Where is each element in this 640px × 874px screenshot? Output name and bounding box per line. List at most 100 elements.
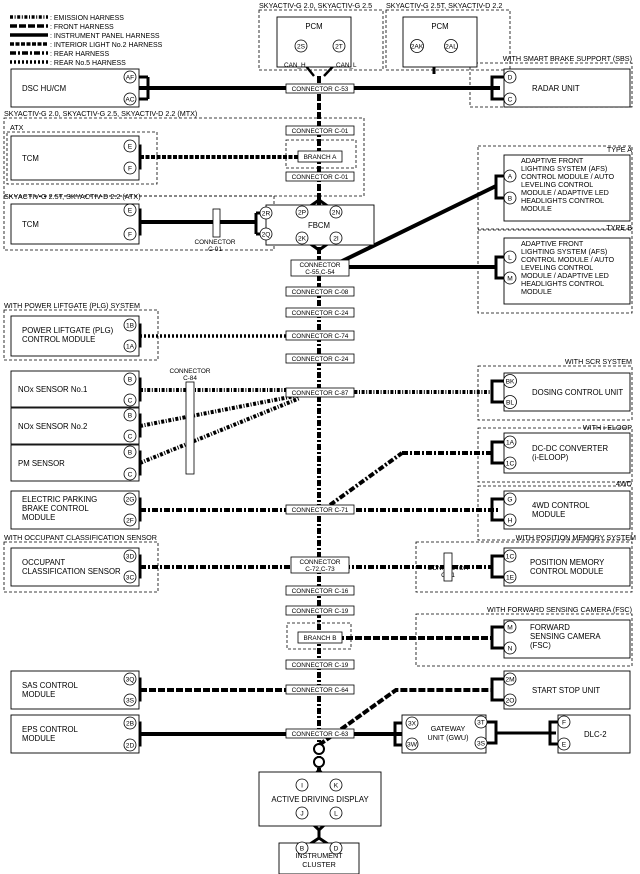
wire-dcdc	[328, 451, 404, 507]
tcm1-label: TCM	[22, 154, 39, 163]
pin-fbcm-b: 2N	[332, 210, 341, 217]
wire-gwu-dlc	[486, 720, 556, 745]
svg-text:ADAPTIVE FRONT: ADAPTIVE FRONT	[521, 156, 584, 165]
dosing-label: DOSING CONTROL UNIT	[532, 388, 623, 397]
svg-text:C-72,C-73: C-72,C-73	[305, 566, 335, 573]
pin-eps-a: 2B	[126, 721, 135, 728]
legend-rear: : REAR HARNESS	[50, 51, 109, 58]
afs-b-box	[503, 237, 631, 305]
pin-dlc-b: E	[562, 742, 567, 749]
plg-label-1: POWER LIFTGATE (PLG)	[22, 326, 114, 335]
svg-text:CONNECTOR C-71: CONNECTOR C-71	[292, 507, 349, 514]
svg-text:CONTROL MODULE / AUTO: CONTROL MODULE / AUTO	[521, 172, 614, 181]
ssu-label: START STOP UNIT	[532, 686, 600, 695]
cluster-box	[278, 842, 360, 874]
tcm1-box	[10, 135, 140, 181]
pin-dlc-a: F	[562, 720, 566, 727]
sas-label-2: MODULE	[22, 690, 55, 699]
awd-label-2: MODULE	[532, 510, 565, 519]
legend-instrument: : INSTRUMENT PANEL HARNESS	[50, 33, 160, 40]
svg-text:C-84: C-84	[183, 375, 197, 382]
pin-afs-b-a: L	[508, 255, 512, 262]
pin-eps-b: 2D	[126, 743, 135, 750]
awd-label-1: 4WD CONTROL	[532, 501, 590, 510]
epb-label-1: ELECTRIC PARKING	[22, 495, 97, 504]
pin-gwu-a: 3X	[408, 721, 417, 728]
pmem-box	[503, 547, 631, 587]
frame-4wd	[477, 485, 633, 541]
connector-c24b: CONNECTOR C-24	[285, 353, 355, 364]
trunk-connectors: CONNECTOR C-53 CONNECTOR C-01 BRANCH A C…	[285, 83, 355, 739]
pin-tcm2-a: E	[128, 208, 133, 215]
pin-ads-a: I	[301, 783, 303, 790]
connector-c84: CONNECTOR C-84	[169, 368, 211, 475]
title-ocs: WITH OCCUPANT CLASSIFICATION SENSOR	[4, 533, 157, 542]
wire-nox2	[139, 393, 301, 428]
ssu-box	[503, 670, 631, 710]
svg-text:CONNECTOR C-01: CONNECTOR C-01	[292, 174, 349, 181]
pin-awd-a: G	[507, 497, 512, 504]
svg-text:ADAPTIVE FRONT: ADAPTIVE FRONT	[521, 239, 584, 248]
pin-fbcm-d: 2Q	[262, 232, 271, 239]
svg-text:MODULE / ADAPTIVE LED: MODULE / ADAPTIVE LED	[521, 188, 609, 197]
pin-gwu-d: 3S	[477, 741, 486, 748]
plg-label-2: CONTROL MODULE	[22, 335, 95, 344]
nox2-box	[10, 407, 140, 445]
pin-fbcm-f: 2I	[333, 236, 339, 243]
pin-dosing-a: BK	[506, 379, 515, 386]
pin-pcm1-a: 2S	[297, 44, 306, 51]
frame-pcm2	[385, 9, 511, 71]
fbcm-box	[265, 204, 375, 246]
pin-radar-b: C	[508, 97, 513, 104]
pin-nox2-a: B	[128, 413, 133, 420]
pin-ads-d: L	[334, 811, 338, 818]
afs-a-label: ADAPTIVE FRONT LIGHTING SYSTEM (AFS) CON…	[521, 156, 614, 213]
svg-text:CONNECTOR: CONNECTOR	[299, 262, 340, 269]
svg-text:CONNECTOR C-19: CONNECTOR C-19	[292, 662, 349, 669]
svg-text:CONNECTOR C-24: CONNECTOR C-24	[292, 310, 349, 317]
pin-dsc-a: AF	[126, 75, 134, 82]
title-pcm2: SKYACTIV-G 2.5T, SKYACTIV-D 2.2	[386, 1, 502, 10]
pin-pm-b: C	[128, 472, 133, 479]
side-connectors: CONNECTOR C-01 CONNECTOR C-84 CONNECTOR …	[169, 208, 469, 582]
pin-epb-b: 2F	[126, 518, 134, 525]
radar-box	[503, 68, 631, 108]
module-boxes	[10, 16, 631, 874]
awd-box	[503, 490, 631, 530]
pin-plg-b: 1A	[126, 344, 135, 351]
pins: 2S 2T 2AK 2AL AF AC D C E F E F 2P 2N 2R…	[123, 39, 571, 855]
epb-label-2: BRAKE CONTROL	[22, 504, 89, 513]
pcm1-label: PCM	[305, 22, 322, 31]
frame-scr	[477, 365, 633, 421]
ocs-box	[10, 547, 140, 587]
branch-a: BRANCH A	[297, 150, 343, 163]
ads-box	[258, 771, 382, 827]
dsc-label: DSC HU/CM	[22, 84, 66, 93]
cluster-label-1: INSTRUMENT	[295, 851, 343, 860]
eps-label-2: MODULE	[22, 734, 55, 743]
pin-ocs-a: 3D	[126, 554, 135, 561]
svg-text:CONNECTOR: CONNECTOR	[299, 559, 340, 566]
title-scr: WITH SCR SYSTEM	[565, 357, 632, 366]
pin-nox1-a: B	[128, 377, 133, 384]
dosing-box	[503, 372, 631, 412]
title-type-a: TYPE A	[607, 145, 632, 154]
dlc-label: DLC-2	[584, 730, 607, 739]
pin-afs-b-b: M	[507, 276, 513, 283]
sas-box	[10, 670, 140, 710]
svg-text:CONNECTOR: CONNECTOR	[169, 368, 210, 375]
pm-box	[10, 444, 140, 482]
svg-text:LEVELING CONTROL: LEVELING CONTROL	[521, 263, 593, 272]
pin-awd-b: H	[508, 518, 513, 525]
afs-b-label: ADAPTIVE FRONT LIGHTING SYSTEM (AFS) CON…	[521, 239, 614, 296]
frame-type-b	[477, 229, 633, 314]
svg-text:CONNECTOR C-01: CONNECTOR C-01	[292, 128, 349, 135]
title-fsc: WITH FORWARD SENSING CAMERA (FSC)	[487, 605, 632, 614]
svg-text:MODULE: MODULE	[521, 204, 552, 213]
frame-ocs	[3, 541, 159, 593]
pin-epb-a: 2G	[126, 497, 135, 504]
eps-label-1: EPS CONTROL	[22, 725, 79, 734]
option-frames	[3, 9, 633, 667]
pin-dosing-b: BL	[506, 400, 514, 407]
